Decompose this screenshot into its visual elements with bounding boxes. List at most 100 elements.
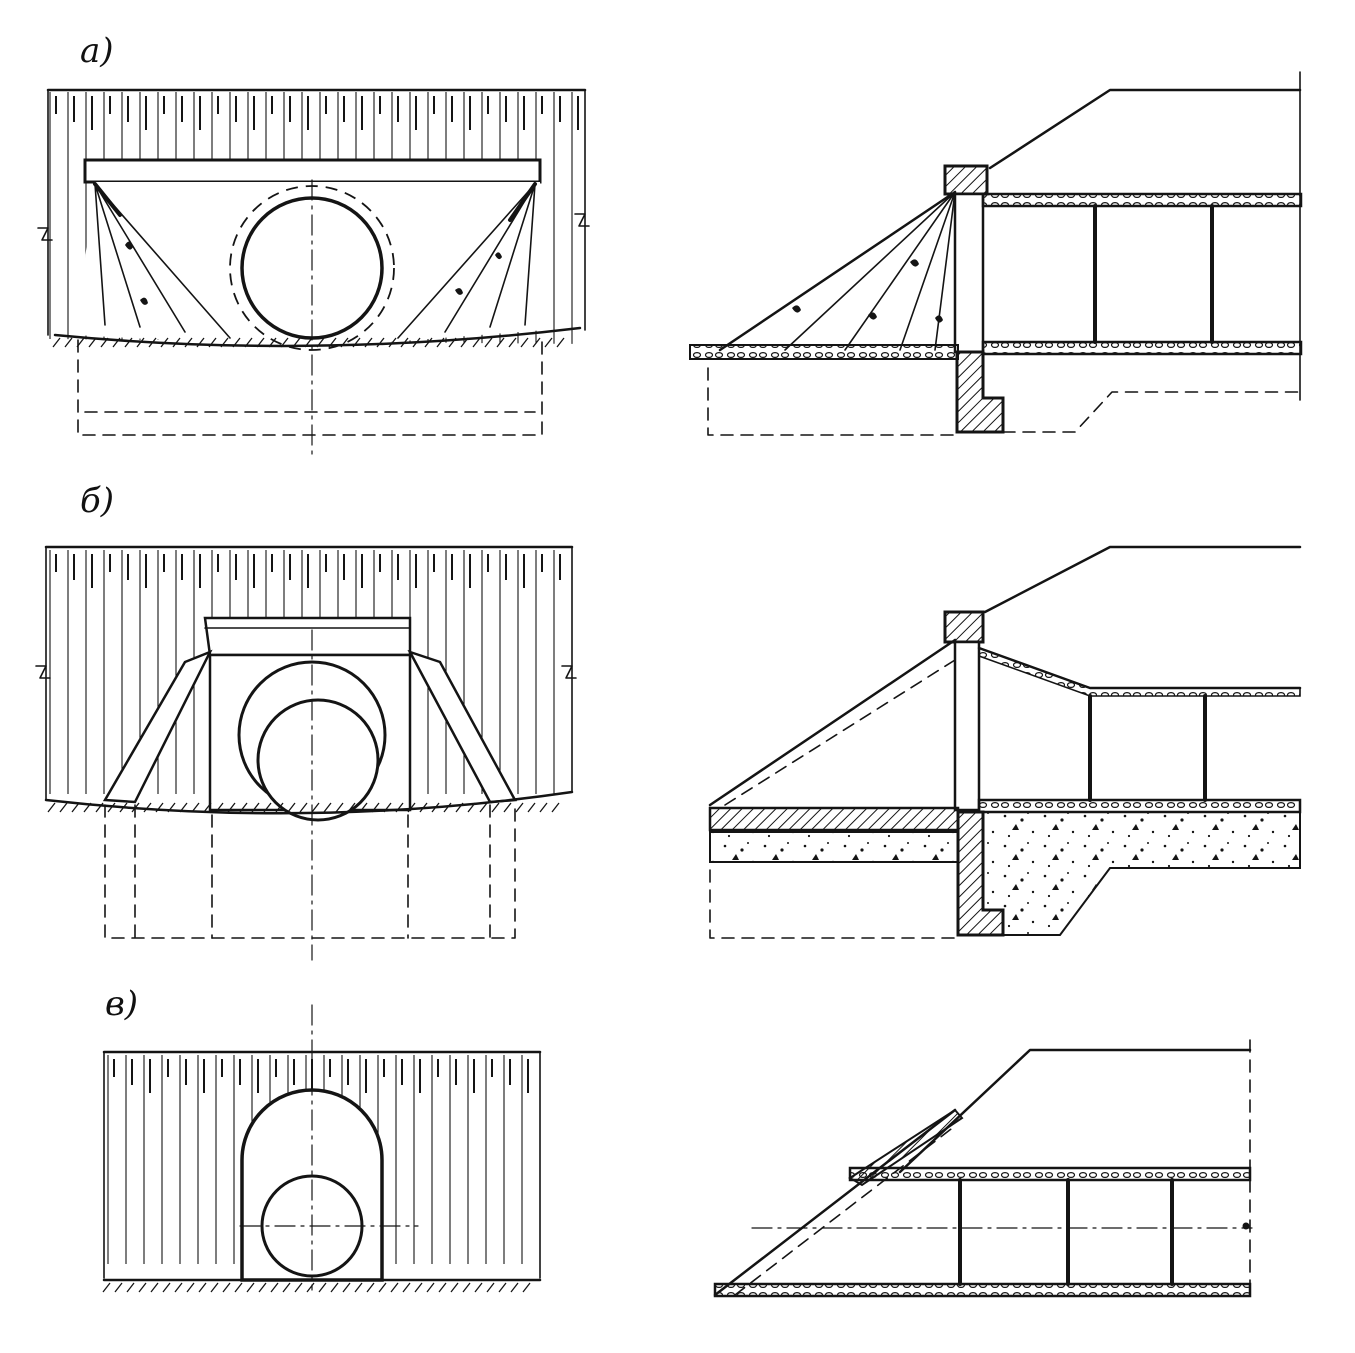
ground-tick bbox=[184, 337, 193, 348]
ground-tick bbox=[364, 337, 373, 348]
ground-tick bbox=[304, 337, 313, 348]
ground-tick bbox=[354, 1282, 363, 1293]
ground-tick bbox=[172, 337, 181, 348]
ground-tick bbox=[539, 802, 548, 813]
panel-a-side-rays bbox=[784, 191, 956, 351]
ground-tick bbox=[330, 1282, 339, 1293]
ground-tick bbox=[150, 1282, 159, 1293]
ground-tick bbox=[510, 1282, 519, 1293]
ground-tick bbox=[347, 802, 356, 813]
ground-tick bbox=[196, 337, 205, 348]
panel-b-wing-left bbox=[102, 649, 213, 804]
panel-a-side-view bbox=[689, 71, 1303, 436]
ground-tick bbox=[448, 337, 457, 348]
panel-b-break-mark-right bbox=[561, 665, 577, 679]
ground-tick bbox=[119, 802, 128, 813]
panel-c-ground-hatch bbox=[102, 1282, 531, 1293]
ground-tick bbox=[95, 802, 104, 813]
ground-tick bbox=[234, 1282, 243, 1293]
ground-tick bbox=[376, 337, 385, 348]
ground-tick bbox=[395, 802, 404, 813]
panel-a-slope bbox=[718, 190, 957, 352]
ground-tick bbox=[282, 1282, 291, 1293]
ground-tick bbox=[455, 802, 464, 813]
ground-tick bbox=[102, 1282, 111, 1293]
ground-tick bbox=[352, 337, 361, 348]
panel-b-portal-cap bbox=[203, 616, 412, 657]
ground-tick bbox=[112, 337, 121, 348]
ground-tick bbox=[378, 1282, 387, 1293]
ground-tick bbox=[160, 337, 169, 348]
ground-tick bbox=[294, 1282, 303, 1293]
ground-tick bbox=[136, 337, 145, 348]
ground-tick bbox=[107, 802, 116, 813]
panel-a-ground-line bbox=[53, 326, 582, 348]
ground-tick bbox=[472, 337, 481, 348]
ground-tick bbox=[426, 1282, 435, 1293]
panel-c-pipe-bottom-wall bbox=[713, 1282, 1252, 1298]
ground-tick bbox=[402, 1282, 411, 1293]
ground-tick bbox=[390, 1282, 399, 1293]
ground-tick bbox=[246, 1282, 255, 1293]
ground-tick bbox=[208, 337, 217, 348]
panel-c-pipe-top-wall bbox=[848, 1166, 1252, 1182]
panel-a-front-view bbox=[37, 88, 590, 456]
ground-tick bbox=[270, 1282, 279, 1293]
ground-tick bbox=[460, 337, 469, 348]
panel-a: а) bbox=[37, 31, 1303, 456]
ground-tick bbox=[498, 1282, 507, 1293]
ground-tick bbox=[544, 337, 553, 348]
ground-tick bbox=[186, 1282, 195, 1293]
ground-tick bbox=[503, 802, 512, 813]
ground-tick bbox=[138, 1282, 147, 1293]
ground-tick bbox=[318, 1282, 327, 1293]
panel-a-headwall-cap bbox=[83, 158, 542, 184]
ground-tick bbox=[232, 337, 241, 348]
panel-b-pipe-inner bbox=[256, 698, 380, 822]
panel-c-side-view bbox=[713, 1039, 1253, 1301]
ground-tick bbox=[342, 1282, 351, 1293]
ground-tick bbox=[203, 802, 212, 813]
ground-tick bbox=[306, 1282, 315, 1293]
ground-tick bbox=[412, 337, 421, 348]
panel-b-side-view bbox=[708, 545, 1302, 939]
ground-tick bbox=[64, 337, 73, 348]
panel-b-break-mark-left bbox=[35, 665, 51, 679]
ground-tick bbox=[551, 802, 560, 813]
ground-tick bbox=[179, 802, 188, 813]
ground-tick bbox=[275, 802, 284, 813]
ground-tick bbox=[124, 337, 133, 348]
ground-tick bbox=[520, 337, 529, 348]
ground-tick bbox=[280, 337, 289, 348]
ground-tick bbox=[256, 337, 265, 348]
panel-a-barrel-foundation bbox=[1002, 391, 1301, 433]
panel-c-front-view bbox=[102, 1004, 542, 1293]
ground-tick bbox=[71, 802, 80, 813]
ground-tick bbox=[414, 1282, 423, 1293]
panel-b-side-headwall-cap bbox=[943, 610, 985, 644]
panel-a-apron bbox=[689, 344, 959, 360]
ground-tick bbox=[222, 1282, 231, 1293]
ground-tick bbox=[100, 337, 109, 348]
ground-tick bbox=[143, 802, 152, 813]
panel-a-label: а) bbox=[80, 31, 114, 71]
panel-b-label: б) bbox=[80, 481, 114, 521]
ground-tick bbox=[556, 337, 565, 348]
ground-tick bbox=[263, 802, 272, 813]
panel-b-front-view bbox=[35, 545, 577, 961]
ground-tick bbox=[155, 802, 164, 813]
ground-tick bbox=[436, 337, 445, 348]
ground-tick bbox=[515, 802, 524, 813]
ground-tick bbox=[484, 337, 493, 348]
ground-tick bbox=[316, 337, 325, 348]
panel-a-side-footing bbox=[955, 350, 1005, 434]
panel-a-break-mark-right bbox=[574, 213, 590, 227]
panel-b-pipe-bottom-wall bbox=[977, 798, 1302, 814]
ground-tick bbox=[114, 1282, 123, 1293]
panel-b-apron-foundation bbox=[709, 869, 956, 939]
panel-b-embankment-top bbox=[983, 545, 1302, 614]
ground-tick bbox=[340, 337, 349, 348]
ground-tick bbox=[292, 337, 301, 348]
ground-tick bbox=[359, 802, 368, 813]
